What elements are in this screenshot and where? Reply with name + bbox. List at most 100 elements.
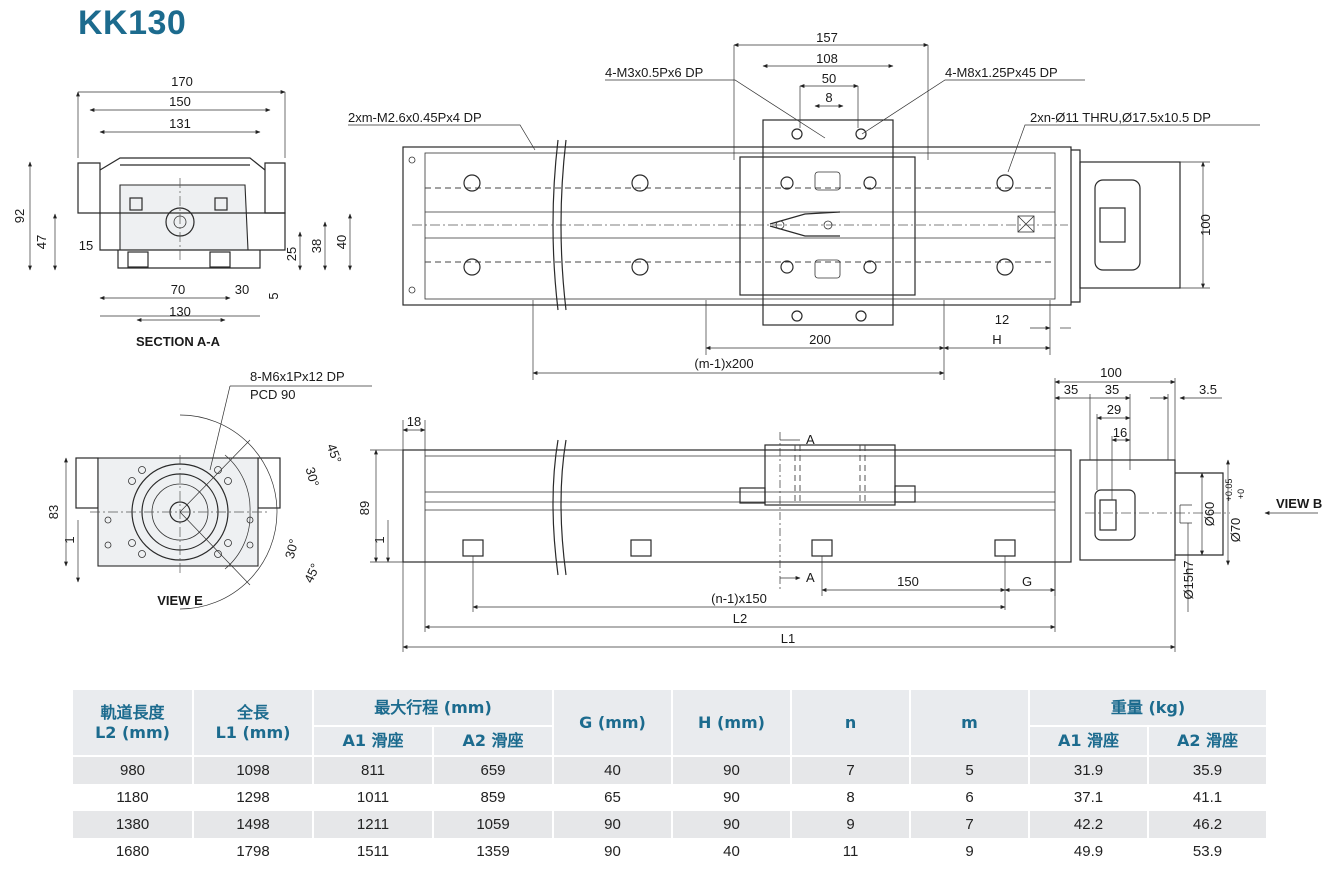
- table-cell: 1380: [73, 811, 194, 838]
- dim-18: 18: [407, 414, 421, 429]
- dim-70: 70: [171, 282, 185, 297]
- table-cell: 11: [791, 838, 912, 865]
- dim-83: 83: [46, 505, 61, 519]
- table-cell: 41.1: [1148, 784, 1269, 811]
- dim-170: 170: [171, 74, 193, 89]
- thru-hole-callout: 2xn-Ø11 THRU,Ø17.5x10.5 DP: [1030, 110, 1211, 125]
- table-cell: 6: [910, 784, 1031, 811]
- dim-30: 30: [235, 282, 249, 297]
- angle-30-lower: 30°: [282, 537, 302, 560]
- dim-89: 89: [357, 501, 372, 515]
- table-cell: 1180: [73, 784, 194, 811]
- dim-12: 12: [995, 312, 1009, 327]
- side-view-dims: 18 89 1 150 G (n-1)x150 L2 L1 A A 100 35…: [357, 365, 1322, 652]
- header-n: n: [791, 690, 912, 757]
- table-cell: 859: [433, 784, 555, 811]
- table-cell: 1298: [193, 784, 314, 811]
- header-max-stroke: 最大行程 (mm): [313, 690, 555, 727]
- table-cell: 1359: [433, 838, 555, 865]
- table-cell: 1011: [313, 784, 434, 811]
- table-cell: 90: [672, 756, 793, 784]
- header-weight-a1: A1 滑座: [1029, 726, 1150, 757]
- page-title: KK130: [78, 4, 187, 42]
- table-cell: 35.9: [1148, 756, 1269, 784]
- angle-45-upper: 45°: [324, 442, 345, 466]
- table-cell: 46.2: [1148, 811, 1269, 838]
- dim-29: 29: [1107, 402, 1121, 417]
- bolt-m6-callout: 8-M6x1Px12 DP: [250, 369, 345, 384]
- dim-L1: L1: [781, 631, 795, 646]
- header-total-length-name: 全長: [236, 702, 269, 722]
- section-mark-top: A: [806, 432, 815, 447]
- table-row: 1680 1798 1511 1359 90 40 11 9 49.9 53.9: [73, 838, 1269, 865]
- dim-25: 25: [284, 247, 299, 261]
- header-weight: 重量 (kg): [1029, 690, 1269, 727]
- header-rail-length-unit: L2 (mm): [95, 722, 170, 742]
- dia-70: Ø70: [1228, 518, 1243, 543]
- table-cell: 7: [791, 756, 912, 784]
- table-cell: 8: [791, 784, 912, 811]
- dim-92: 92: [12, 209, 27, 223]
- header-h: H (mm): [672, 690, 793, 757]
- dim-35-left: 35: [1064, 382, 1078, 397]
- section-a-a-label: SECTION A-A: [136, 334, 221, 349]
- dim-5: 5: [266, 292, 281, 299]
- table-cell: 90: [553, 838, 674, 865]
- table-cell: 40: [672, 838, 793, 865]
- table-cell: 811: [313, 756, 434, 784]
- section-mark-bottom: A: [806, 570, 815, 585]
- dim-3-5: 3.5: [1199, 382, 1217, 397]
- table-cell: 40: [553, 756, 674, 784]
- dia-70-tol-lower: +0: [1236, 489, 1246, 499]
- thread-m26-callout: 2xm-M2.6x0.45Px4 DP: [348, 110, 482, 125]
- table-cell: 9: [791, 811, 912, 838]
- top-view-dims: 157 108 50 8 100 200 12 H (m-1)x200 4-M3…: [348, 30, 1260, 380]
- pcd-90-label: PCD 90: [250, 387, 296, 402]
- table-row: 1180 1298 1011 859 65 90 8 6 37.1 41.1: [73, 784, 1269, 811]
- table-cell: 49.9: [1029, 838, 1150, 865]
- section-a-a-view: [77, 157, 286, 269]
- view-e: VIEW E 83 1 8-M6x1Px12 DP PCD 90 45° 30°…: [46, 369, 372, 610]
- dim-47: 47: [34, 235, 49, 249]
- dim-100: 100: [1198, 214, 1213, 236]
- table-row: 1380 1498 1211 1059 90 90 9 7 42.2 46.2: [73, 811, 1269, 838]
- table-cell: 5: [910, 756, 1031, 784]
- dim-G: G: [1022, 574, 1032, 589]
- table-cell: 90: [672, 811, 793, 838]
- table-cell: 37.1: [1029, 784, 1150, 811]
- dim-130: 130: [169, 304, 191, 319]
- dim-H: H: [992, 332, 1001, 347]
- dim-150: 150: [169, 94, 191, 109]
- view-b-label: VIEW B: [1276, 496, 1322, 511]
- top-view: [402, 119, 1181, 326]
- view-e-label: VIEW E: [157, 593, 203, 608]
- dim-L2: L2: [733, 611, 747, 626]
- dim-1-side: 1: [372, 536, 387, 543]
- header-total-length: 全長 L1 (mm): [193, 690, 314, 757]
- dim-15: 15: [79, 238, 93, 253]
- table-cell: 7: [910, 811, 1031, 838]
- table-cell: 980: [73, 756, 194, 784]
- dim-35-right: 35: [1105, 382, 1119, 397]
- angle-45-lower: 45°: [301, 561, 323, 585]
- table-cell: 1211: [313, 811, 434, 838]
- dim-100-side: 100: [1100, 365, 1122, 380]
- thread-m8-callout: 4-M8x1.25Px45 DP: [945, 65, 1058, 80]
- table-cell: 9: [910, 838, 1031, 865]
- technical-drawing: 170 150 131 92 47 15 25 38 40 5 70 30 13…: [12, 30, 1322, 652]
- table-row: 980 1098 811 659 40 90 7 5 31.9 35.9: [73, 756, 1269, 784]
- dim-1-view-e: 1: [62, 536, 77, 543]
- spec-table: 軌道長度 L2 (mm) 全長 L1 (mm) 最大行程 (mm) G (mm)…: [73, 690, 1269, 865]
- table-cell: 1098: [193, 756, 314, 784]
- dim-16: 16: [1113, 425, 1127, 440]
- table-cell: 1798: [193, 838, 314, 865]
- table-cell: 90: [553, 811, 674, 838]
- table-cell: 1511: [313, 838, 434, 865]
- table-cell: 1059: [433, 811, 555, 838]
- table-cell: 659: [433, 756, 555, 784]
- dim-40: 40: [334, 235, 349, 249]
- header-stroke-a1: A1 滑座: [313, 726, 434, 757]
- header-stroke-a2: A2 滑座: [433, 726, 555, 757]
- dim-200: 200: [809, 332, 831, 347]
- table-cell: 1498: [193, 811, 314, 838]
